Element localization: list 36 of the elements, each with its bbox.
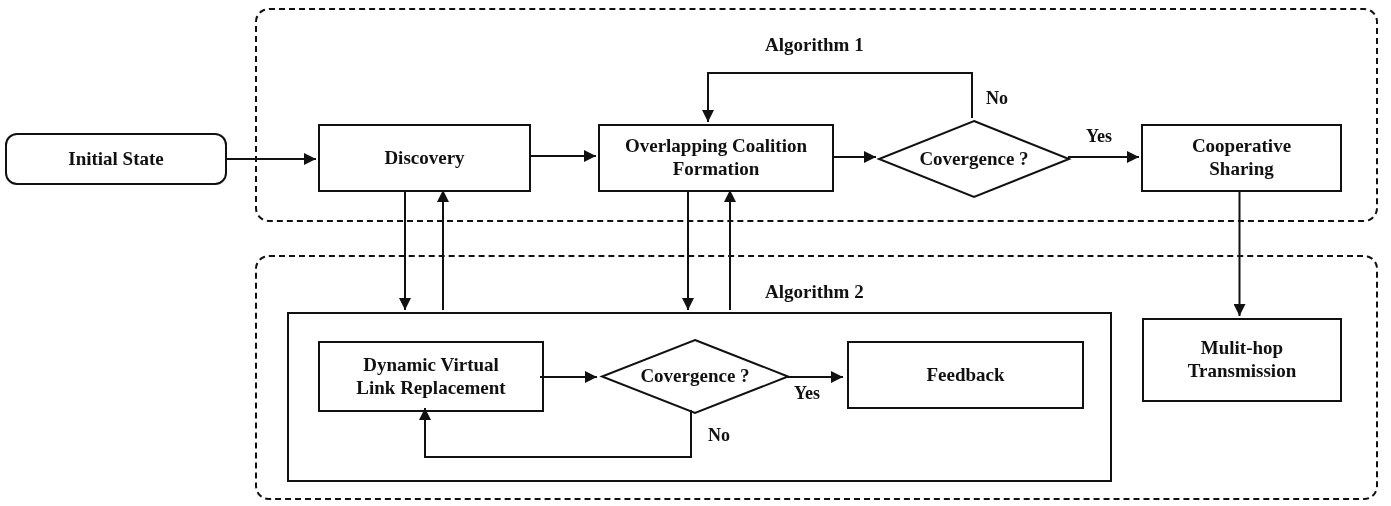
process-box [598,124,834,192]
node-label: Initial State [67,147,165,171]
arrow [528,150,597,162]
arrow [724,189,736,311]
decision-diamond [878,120,1070,198]
dashed-group-frame [255,255,1378,500]
arrow [399,189,411,311]
node-label: Mulit-hop Transmission [1186,337,1298,383]
node-label: Feedback [925,363,1006,387]
process-box [318,341,544,412]
arrow [1233,189,1246,317]
arrow [539,371,598,383]
node-label: Covergence ? [918,147,1030,171]
start-box [5,133,227,185]
node-label: Discovery [383,146,466,170]
decision-diamond [601,339,789,414]
node-label: Dynamic Virtual Link Replacement [355,353,507,400]
arrow [831,151,877,163]
arrow [702,72,973,123]
arrow [419,407,692,458]
arrow [1067,151,1140,163]
process-box [1142,318,1342,402]
group-title: Algorithm 1 [765,34,864,56]
node-label: Cooperative Sharing [1190,135,1293,181]
arrow [682,189,694,311]
arrow [784,371,844,383]
node-label: Overlapping Coalition Formation [623,135,809,181]
dashed-group-frame [255,8,1378,222]
group-title: Algorithm 2 [765,281,864,303]
node-label: Covergence ? [639,365,751,388]
process-box [318,124,531,192]
container-box [287,312,1112,482]
process-box [1141,124,1342,192]
arrow [437,189,449,311]
arrow [226,153,317,165]
process-box [847,341,1084,409]
